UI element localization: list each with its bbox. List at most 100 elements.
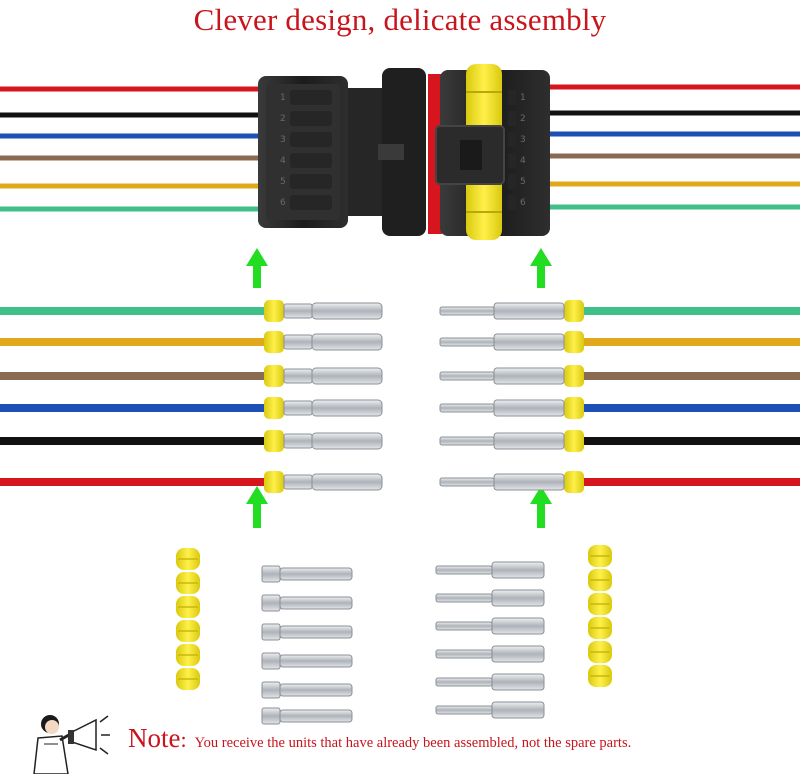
male-pin-number: 2 [280,114,286,124]
seal [564,397,584,419]
loose-seals-right [588,545,612,687]
loose-terminal-crimp [491,617,545,635]
female-pin-slot [508,132,516,147]
male-pin-slot [290,132,332,147]
middle-right-wires-with-female-terminals [439,300,800,493]
male-terminal-pin [311,399,383,417]
female-pin-number: 5 [520,177,526,187]
male-terminal-pin [311,302,383,320]
loose-terminal-crimp [491,561,545,579]
female-pin-slot [508,174,516,189]
crimp [493,399,565,417]
male-pin-slot [290,90,332,105]
loose-terminal-blade [435,621,493,631]
female-terminal-blade [439,371,495,381]
arrow-up-icon [246,248,552,528]
crimp [283,303,313,319]
middle-left-wires-with-male-terminals [0,300,383,493]
crimp [493,473,565,491]
loose-terminal-pin [279,567,353,581]
note-separator: : [180,727,187,752]
person-megaphone-icon [33,715,110,774]
male-pin-number: 6 [280,198,286,208]
loose-terminal-crimp [491,645,545,663]
crimp [283,368,313,384]
crimp [283,334,313,350]
loose-terminal-crimp [261,681,281,699]
male-pin-slot [290,195,332,210]
female-terminal-blade [439,436,495,446]
crimp [493,367,565,385]
male-pin-number: 1 [280,93,286,103]
loose-male-terminals [261,565,353,725]
female-pin-slot [508,153,516,168]
crimp [493,302,565,320]
loose-terminal-crimp [261,565,281,583]
female-pin-number: 2 [520,114,526,124]
male-terminal-pin [311,473,383,491]
female-terminal-blade [439,306,495,316]
male-terminal-pin [311,432,383,450]
seal [264,365,284,387]
loose-terminal-blade [435,677,493,687]
loose-terminal-pin [279,654,353,668]
crimp [493,333,565,351]
loose-terminal-pin [279,683,353,697]
female-pin-number: 4 [520,156,526,166]
female-pin-slot [508,195,516,210]
male-terminal-pin [311,367,383,385]
male-terminal-pin [311,333,383,351]
loose-terminal-blade [435,705,493,715]
seal [264,300,284,322]
loose-terminal-crimp [261,652,281,670]
loose-terminal-crimp [491,589,545,607]
loose-terminal-blade [435,565,493,575]
loose-terminal-pin [279,596,353,610]
loose-terminal-crimp [491,701,545,719]
male-connector-housing: 1 2 3 4 5 6 [258,68,426,236]
crimp [283,400,313,416]
male-pin-slot [290,174,332,189]
loose-terminal-pin [279,625,353,639]
crimp [283,433,313,449]
female-terminal-blade [439,337,495,347]
male-pin-number: 3 [280,135,286,145]
seal [564,365,584,387]
seal [264,331,284,353]
seal [564,430,584,452]
note-banner: Note: You receive the units that have al… [128,723,631,754]
seal [264,471,284,493]
female-pin-number: 6 [520,198,526,208]
page-title: Clever design, delicate assembly [193,2,607,37]
loose-seals-left [176,548,200,690]
female-pin-number: 3 [520,135,526,145]
loose-terminal-pin [279,709,353,723]
crimp [283,474,313,490]
male-pin-number: 5 [280,177,286,187]
male-pin-slot [290,111,332,126]
seal [564,471,584,493]
seal [564,331,584,353]
loose-terminal-crimp [491,673,545,691]
loose-terminal-crimp [261,707,281,725]
male-pin-slot [290,153,332,168]
crimp [493,432,565,450]
female-pin-slot [508,90,516,105]
top-left-wires [0,86,262,212]
loose-terminal-blade [435,593,493,603]
note-label: Note [128,723,181,753]
seal [264,430,284,452]
loose-terminal-crimp [261,594,281,612]
female-terminal-blade [439,477,495,487]
male-pin-number: 4 [280,156,286,166]
loose-terminal-blade [435,649,493,659]
female-pin-slot [508,111,516,126]
top-right-wires [548,84,800,210]
seal [564,300,584,322]
seal [264,397,284,419]
loose-female-terminals [435,561,545,719]
female-terminal-blade [439,403,495,413]
note-text: You receive the units that have already … [194,735,632,751]
